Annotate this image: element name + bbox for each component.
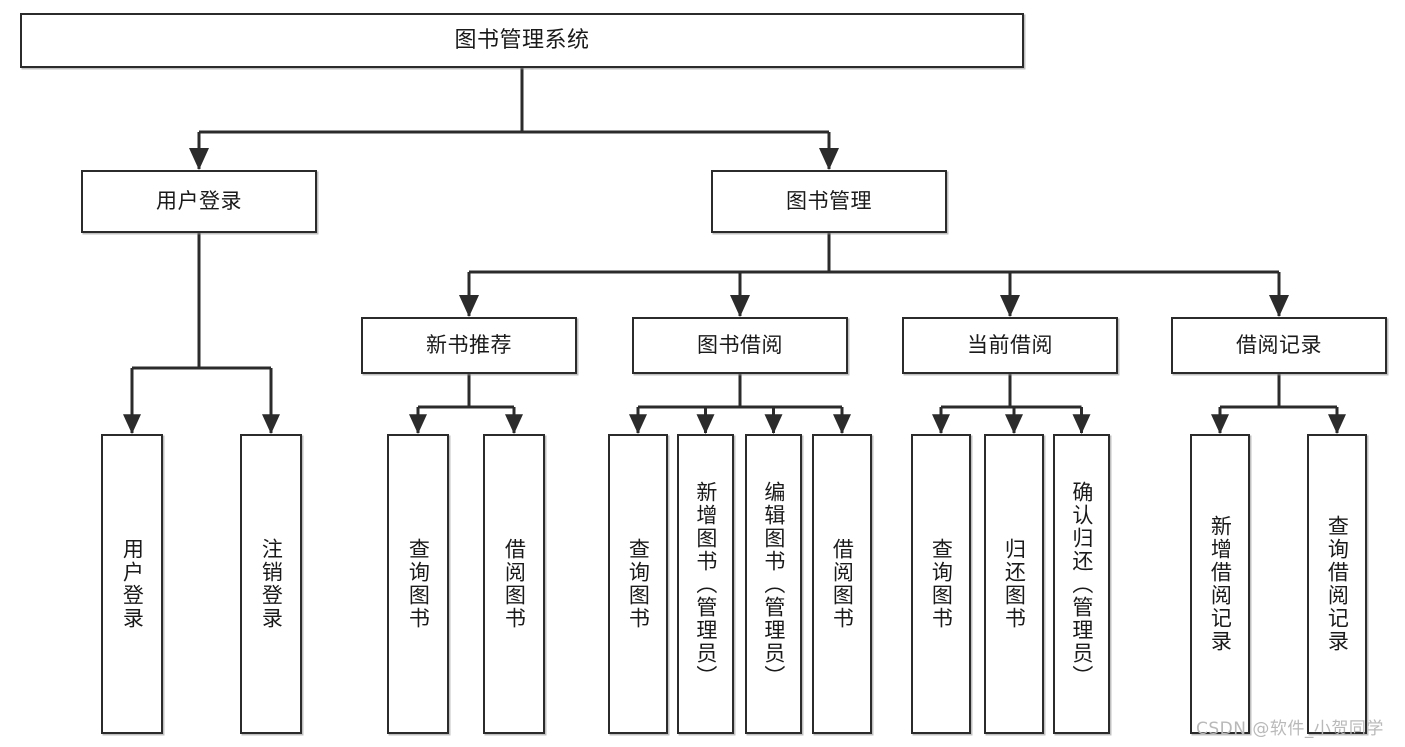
node-label: 图书管理 [786, 189, 872, 214]
node-label: 新增借阅记录 [1208, 515, 1233, 653]
node-user-login[interactable]: 用户登录 [81, 170, 317, 233]
node-label: 归还图书 [1002, 538, 1027, 630]
node-leaf-add-borrow-record[interactable]: 新增借阅记录 [1190, 434, 1250, 734]
node-label: 用户登录 [120, 538, 145, 630]
node-label: 确认归还（管理员） [1069, 480, 1094, 688]
node-label: 注销登录 [259, 538, 284, 630]
node-current-borrow[interactable]: 当前借阅 [902, 317, 1118, 374]
node-book-management[interactable]: 图书管理 [711, 170, 947, 233]
node-leaf-add-book-admin[interactable]: 新增图书（管理员） [677, 434, 734, 734]
node-label: 新书推荐 [426, 333, 512, 358]
node-label: 当前借阅 [967, 333, 1053, 358]
node-label: 用户登录 [156, 189, 242, 214]
node-leaf-return-book[interactable]: 归还图书 [984, 434, 1044, 734]
node-new-book-recommend[interactable]: 新书推荐 [361, 317, 577, 374]
node-leaf-query-book-2[interactable]: 查询图书 [608, 434, 668, 734]
node-leaf-edit-book-admin[interactable]: 编辑图书（管理员） [745, 434, 802, 734]
node-label: 查询图书 [406, 538, 431, 630]
node-leaf-borrow-book-1[interactable]: 借阅图书 [483, 434, 545, 734]
node-label: 借阅图书 [830, 538, 855, 630]
node-book-borrow[interactable]: 图书借阅 [632, 317, 848, 374]
node-root[interactable]: 图书管理系统 [20, 13, 1024, 68]
node-label: 查询图书 [929, 538, 954, 630]
node-label: 图书管理系统 [454, 27, 590, 53]
node-label: 新增图书（管理员） [693, 480, 718, 688]
node-label: 图书借阅 [697, 333, 783, 358]
node-label: 查询借阅记录 [1325, 515, 1350, 653]
node-leaf-borrow-book-2[interactable]: 借阅图书 [812, 434, 872, 734]
csdn-watermark: CSDN @软件_小贺同学 [1196, 719, 1384, 739]
node-label: 借阅记录 [1236, 333, 1322, 358]
node-label: 借阅图书 [502, 538, 527, 630]
node-leaf-query-borrow-record[interactable]: 查询借阅记录 [1307, 434, 1367, 734]
node-leaf-logout-login[interactable]: 注销登录 [240, 434, 302, 734]
node-label: 查询图书 [626, 538, 651, 630]
node-label: 编辑图书（管理员） [761, 480, 786, 688]
node-leaf-confirm-return-admin[interactable]: 确认归还（管理员） [1053, 434, 1110, 734]
node-leaf-query-book-3[interactable]: 查询图书 [911, 434, 971, 734]
node-leaf-query-book-1[interactable]: 查询图书 [387, 434, 449, 734]
node-leaf-user-login[interactable]: 用户登录 [101, 434, 163, 734]
node-borrow-record[interactable]: 借阅记录 [1171, 317, 1387, 374]
